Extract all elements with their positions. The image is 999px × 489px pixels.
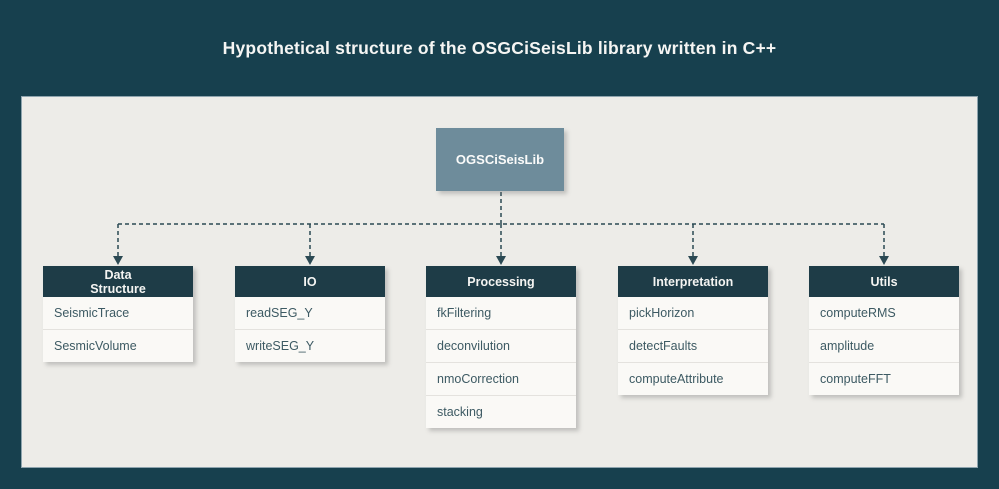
method-row: detectFaults [618, 329, 768, 362]
module-card-utils: Utils computeRMS amplitude computeFFT [809, 266, 959, 395]
module-card-data-structure: Data Structure SeismicTrace SesmicVolume [43, 266, 193, 362]
method-row: nmoCorrection [426, 362, 576, 395]
method-row: stacking [426, 395, 576, 428]
arrowhead-interpretation [688, 256, 698, 265]
module-header: Utils [809, 266, 959, 297]
method-row: writeSEG_Y [235, 329, 385, 362]
module-card-io: IO readSEG_Y writeSEG_Y [235, 266, 385, 362]
method-row: computeFFT [809, 362, 959, 395]
method-row: amplitude [809, 329, 959, 362]
arrowhead-io [305, 256, 315, 265]
root-node-label: OGSCiSeisLib [455, 152, 545, 167]
method-row: fkFiltering [426, 297, 576, 329]
page-title: Hypothetical structure of the OSGCiSeisL… [222, 37, 777, 58]
arrowhead-utils [879, 256, 889, 265]
module-header: Data Structure [43, 266, 193, 297]
module-card-processing: Processing fkFiltering deconvilution nmo… [426, 266, 576, 428]
method-row: pickHorizon [618, 297, 768, 329]
method-row: computeAttribute [618, 362, 768, 395]
connector-lines [113, 192, 889, 265]
module-header: Processing [426, 266, 576, 297]
root-node-box: OGSCiSeisLib [436, 128, 564, 191]
diagram-panel: OGSCiSeisLib Data Structure SeismicTrace… [21, 96, 978, 468]
arrowhead-processing [496, 256, 506, 265]
module-card-interpretation: Interpretation pickHorizon detectFaults … [618, 266, 768, 395]
method-row: SeismicTrace [43, 297, 193, 329]
method-row: computeRMS [809, 297, 959, 329]
title-bar: Hypothetical structure of the OSGCiSeisL… [0, 0, 999, 96]
method-row: readSEG_Y [235, 297, 385, 329]
module-header: IO [235, 266, 385, 297]
method-row: SesmicVolume [43, 329, 193, 362]
arrowhead-data-structure [113, 256, 123, 265]
module-header: Interpretation [618, 266, 768, 297]
method-row: deconvilution [426, 329, 576, 362]
